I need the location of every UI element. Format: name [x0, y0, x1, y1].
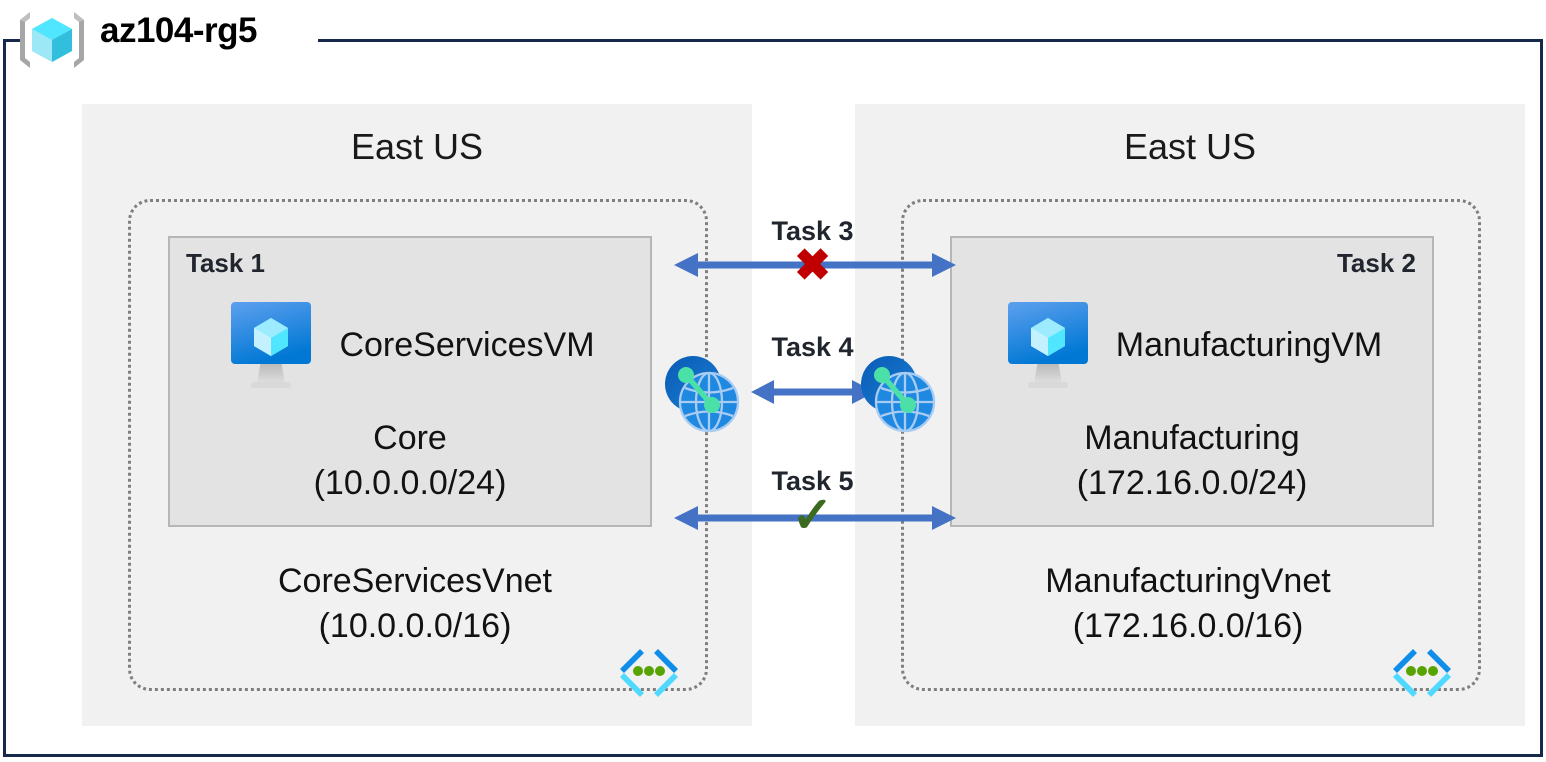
- virtual-machine-icon: [1002, 298, 1094, 392]
- connector-label-task5: Task 5: [771, 466, 854, 496]
- subnet-name-text-manufacturing: Manufacturing: [1084, 419, 1300, 457]
- vnet-peering-icon: [661, 352, 745, 436]
- vnet-cidr-core: (10.0.0.0/16): [318, 606, 512, 645]
- red-x-icon: ✖: [794, 241, 831, 290]
- virtual-network-icon: [614, 645, 684, 697]
- subnet-box-manufacturing: Task 2: [950, 236, 1434, 527]
- frame-right-edge: [1540, 39, 1543, 757]
- vnet-name-text-core: CoreServicesVnet: [277, 562, 552, 600]
- vnet-label-core: CoreServicesVnet (10.0.0.0/16): [128, 559, 702, 649]
- subnet-cidr-manufacturing: (172.16.0.0/24): [1076, 463, 1308, 502]
- connector-label-task3: Task 3: [771, 216, 854, 246]
- frame-left-edge: [3, 39, 6, 757]
- virtual-machine-icon: [225, 298, 317, 392]
- frame-top-left-segment: [3, 39, 24, 42]
- vnet-boundary-manufacturing: [901, 199, 1481, 691]
- virtual-network-icon: [1387, 645, 1457, 697]
- task-tag-2: Task 2: [1336, 248, 1416, 278]
- vm-row-manufacturing: ManufacturingVM: [952, 298, 1432, 392]
- vm-name-core: CoreServicesVM: [339, 325, 595, 364]
- vnet-label-manufacturing: ManufacturingVnet (172.16.0.0/16): [901, 559, 1475, 649]
- subnet-name-manufacturing: Manufacturing (172.16.0.0/24): [952, 416, 1432, 506]
- vm-row-core: CoreServicesVM: [170, 298, 650, 392]
- vnet-peering-icon: [857, 352, 941, 436]
- region-label-right: East US: [1123, 126, 1257, 167]
- resource-group-title: az104-rg5: [100, 11, 257, 50]
- subnet-name-text-core: Core: [373, 419, 447, 457]
- green-check-icon: ✓: [791, 487, 834, 543]
- connector-arrow-task5: [670, 498, 960, 538]
- vnet-boundary-core: [128, 199, 708, 691]
- subnet-cidr-core: (10.0.0.0/24): [313, 463, 507, 502]
- vm-name-manufacturing: ManufacturingVM: [1115, 325, 1383, 364]
- subnet-box-core: Task 1: [168, 236, 652, 527]
- connector-label-task4: Task 4: [771, 332, 854, 362]
- subnet-name-core: Core (10.0.0.0/24): [170, 416, 650, 506]
- task-tag-1: Task 1: [186, 248, 266, 278]
- region-label-left: East US: [350, 126, 484, 167]
- vnet-name-text-manufacturing: ManufacturingVnet: [1045, 562, 1331, 600]
- frame-bottom-edge: [3, 754, 1543, 757]
- resource-group-cube-icon: [14, 8, 90, 72]
- frame-top-right-segment: [318, 39, 1543, 42]
- connector-arrow-task3: [670, 245, 960, 285]
- vnet-cidr-manufacturing: (172.16.0.0/16): [1072, 606, 1304, 645]
